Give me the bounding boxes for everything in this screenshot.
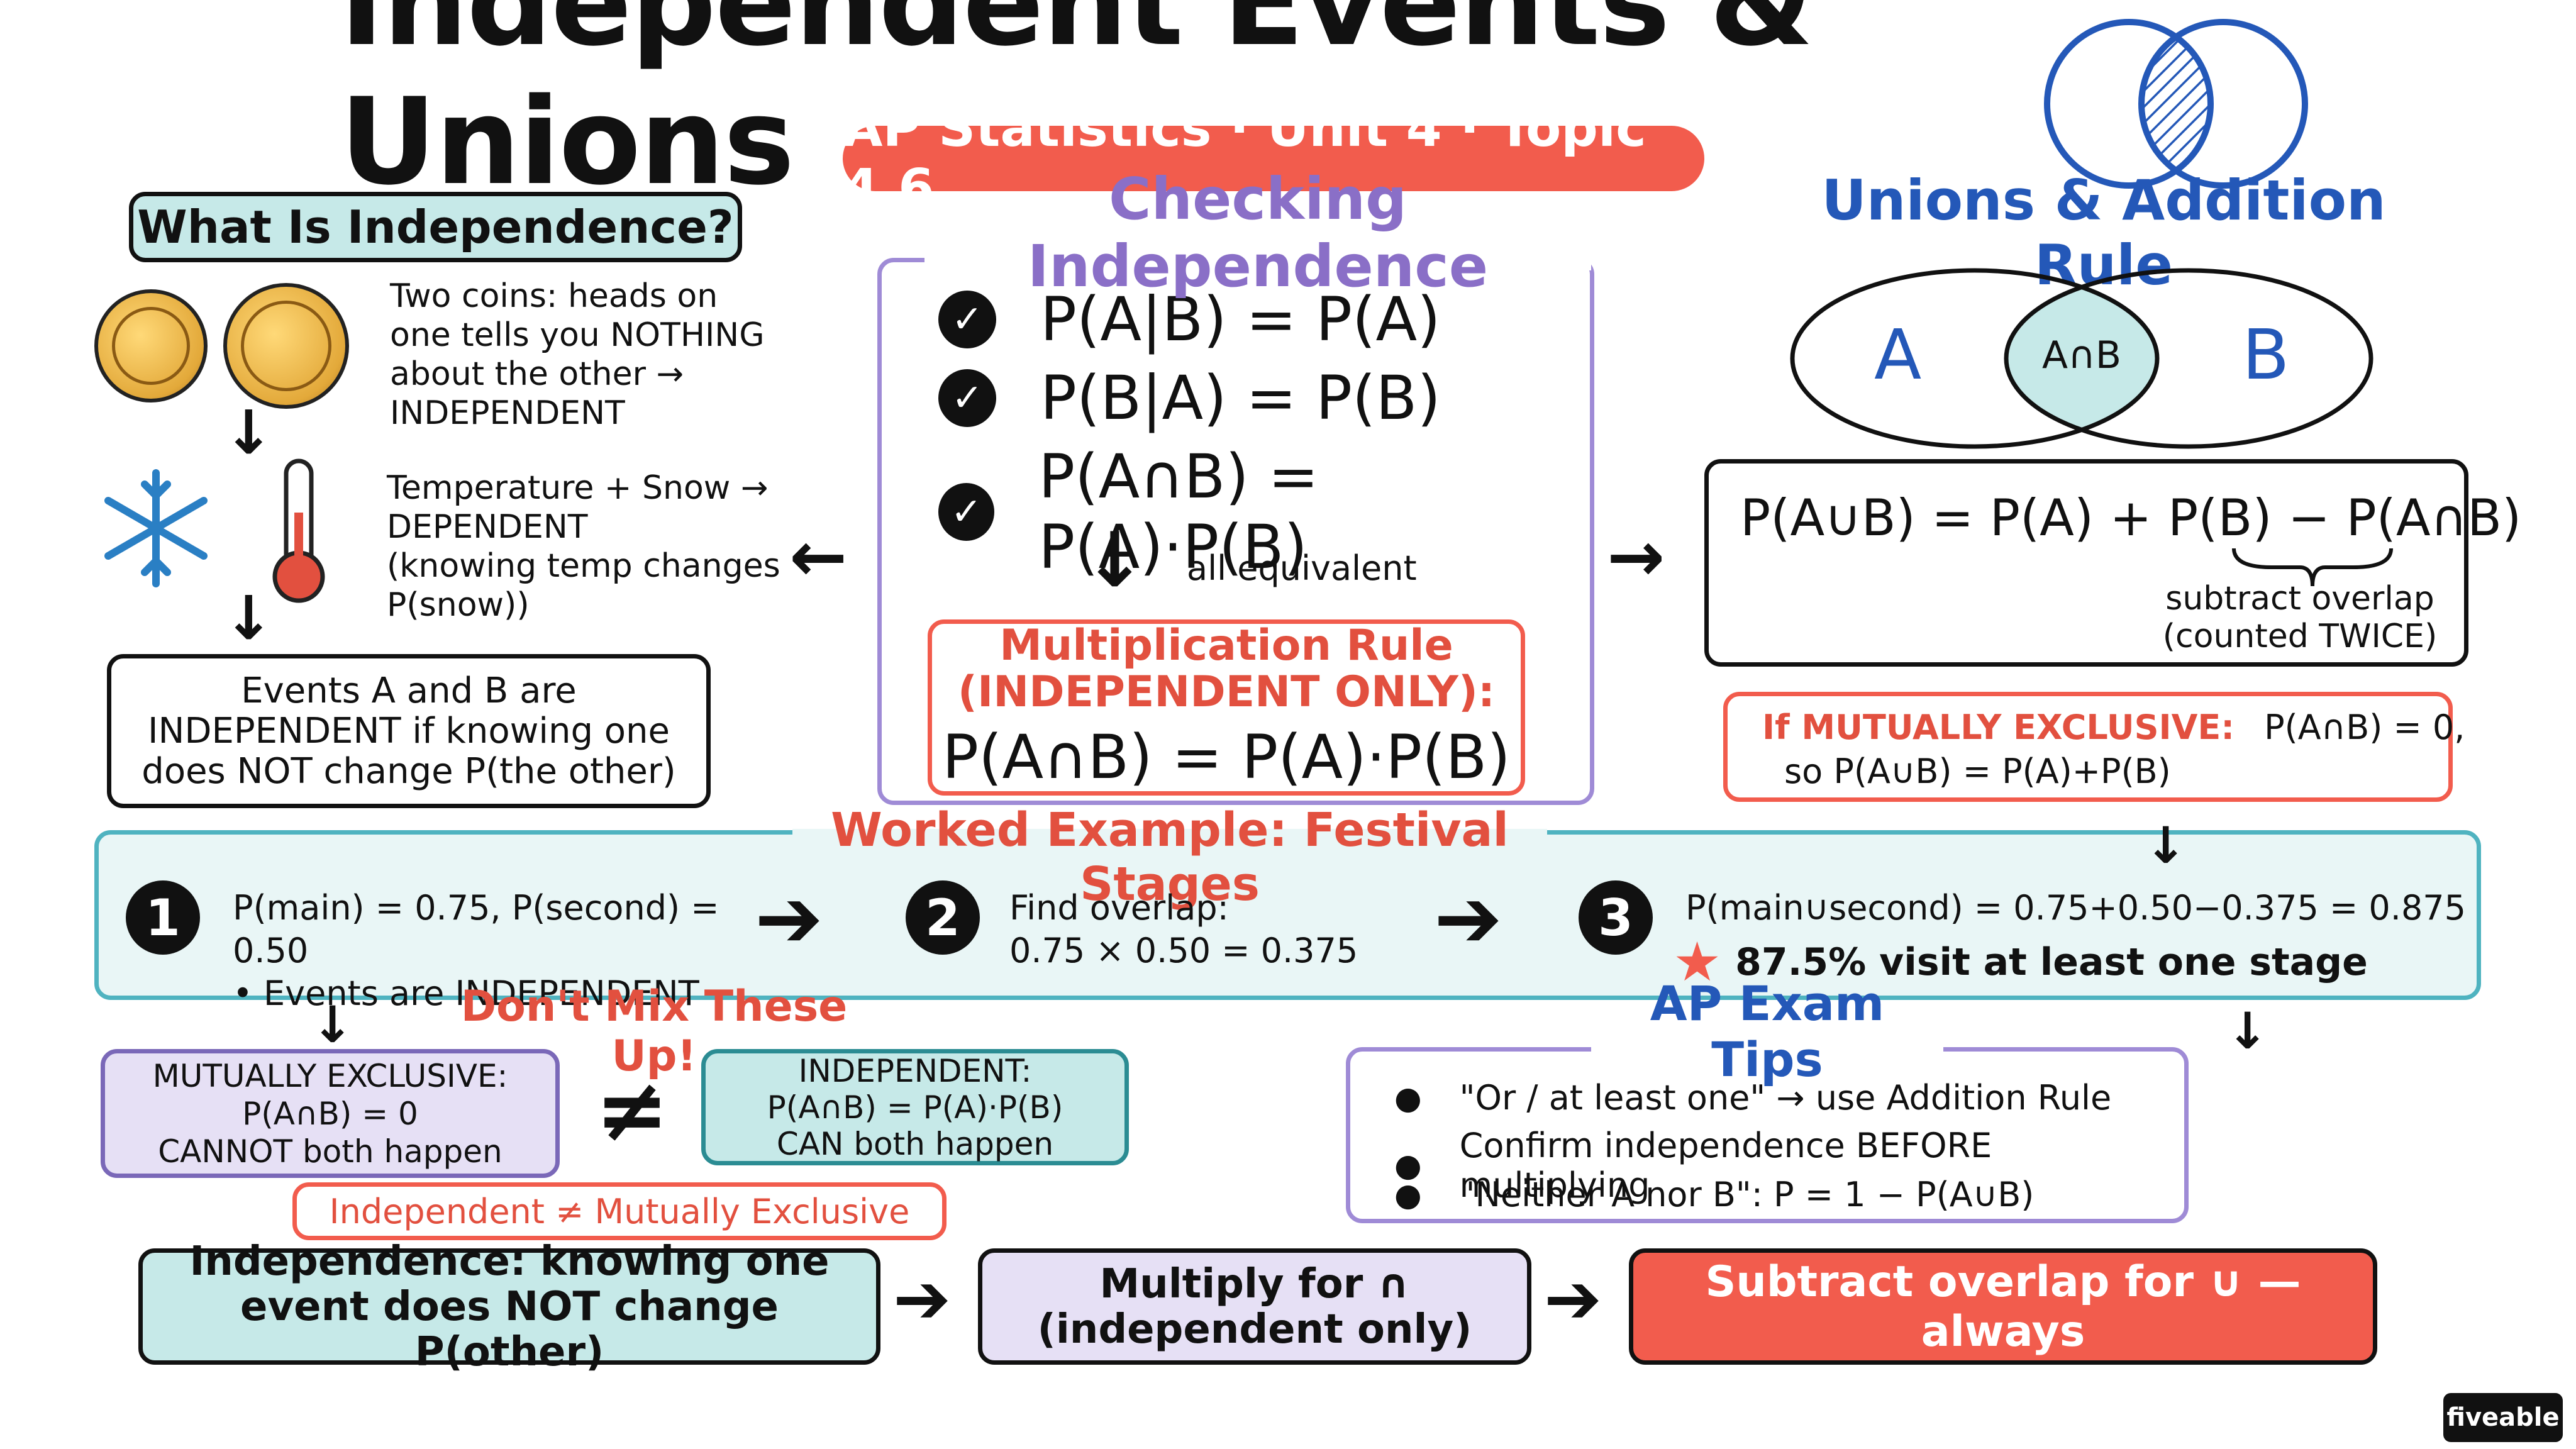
- subtitle-badge: AP Statistics · Unit 4 · Topic 4.6: [843, 99, 1704, 218]
- multiplication-rule-label: Multiplication Rule (INDEPENDENT ONLY):: [957, 621, 1496, 717]
- arrow-right-icon: →: [1607, 516, 1665, 597]
- mutex-label: If MUTUALLY EXCLUSIVE:: [1762, 708, 2235, 747]
- condition-row: ✓ P(A∩B) = P(A)·P(B): [938, 441, 1590, 582]
- venn-diagram: A A∩B B: [1786, 264, 2377, 453]
- independence-definition: Events A and B are INDEPENDENT if knowin…: [107, 654, 711, 808]
- independent-card: INDEPENDENT: P(A∩B) = P(A)·P(B) CAN both…: [701, 1049, 1129, 1165]
- venn-circles: [1790, 268, 2373, 449]
- checking-independence-heading: Checking Independence: [924, 165, 1591, 300]
- mutually-exclusive-box: If MUTUALLY EXCLUSIVE: P(A∩B) = 0, so P(…: [1723, 692, 2465, 802]
- worked-example-heading: Worked Example: Festival Stages: [792, 803, 1547, 911]
- tip-text: "Neither A nor B": P = 1 − P(A∪B): [1459, 1175, 2035, 1214]
- tip-text: "Or / at least one" → use Addition Rule: [1459, 1078, 2112, 1118]
- coin-icon: [223, 283, 349, 409]
- arrow-down-icon: ↓: [2226, 1002, 2269, 1060]
- arrow-right-icon: ➔: [1434, 870, 1502, 966]
- mutex-condition: P(A∩B) = 0,: [2264, 708, 2465, 747]
- arrow-down-icon: ↓: [2145, 816, 2187, 875]
- summary-independence-text: Independence: knowing one event does NOT…: [189, 1238, 830, 1375]
- step-3-result-row: ★ 87.5% visit at least one stage: [1673, 931, 2368, 994]
- independent-not-mutex-banner: Independent ≠ Mutually Exclusive: [292, 1182, 947, 1240]
- coin-icon: [94, 289, 208, 402]
- bullet-icon: ●: [1394, 1147, 1422, 1184]
- arrow-right-icon: ➔: [755, 870, 823, 966]
- bullet-icon: ●: [1394, 1176, 1422, 1213]
- condition-formula: P(A∩B) = P(A)·P(B): [1038, 441, 1319, 582]
- step-2-text: Find overlap: 0.75 × 0.50 = 0.375: [1009, 888, 1358, 970]
- summary-multiply-text: Multiply for ∩ (independent only): [1037, 1260, 1472, 1353]
- arrow-left-icon: ←: [789, 516, 848, 597]
- summary-subtract: Subtract overlap for ∪ — always: [1629, 1248, 2377, 1365]
- check-icon: ✓: [938, 369, 996, 427]
- venn-label-intersection: A∩B: [2041, 333, 2122, 377]
- coins-explanation: Two coins: heads on one tells you NOTHIN…: [390, 277, 765, 432]
- arrow-down-icon: ↓: [223, 583, 274, 653]
- mutually-exclusive-card-text: MUTUALLY EXCLUSIVE: P(A∩B) = 0 CANNOT bo…: [152, 1057, 508, 1170]
- step-1-text: P(main) = 0.75, P(second) = 0.50 • Event…: [233, 888, 719, 1013]
- arrow-down-icon: ↓: [1083, 517, 1146, 604]
- check-icon: ✓: [938, 291, 996, 348]
- multiplication-rule-box: Multiplication Rule (INDEPENDENT ONLY): …: [928, 619, 1525, 796]
- check-icon: ✓: [938, 483, 995, 541]
- addition-rule-box: P(A∪B) = P(A) + P(B) − P(A∩B) subtract o…: [1704, 459, 2521, 667]
- not-equal-symbol: ≠: [595, 1058, 669, 1162]
- venn-label-a: A: [1874, 314, 1922, 395]
- tip-item: ● "Or / at least one" → use Addition Rul…: [1394, 1078, 2111, 1118]
- snowflake-icon: [104, 469, 208, 587]
- step-3-badge: 3: [1579, 880, 1653, 955]
- page-title: Independent Events & Unions: [340, 0, 1814, 211]
- tip-text: Confirm independence BEFORE multiplying: [1459, 1126, 1992, 1205]
- definition-text: Events A and B are INDEPENDENT if knowin…: [142, 670, 676, 792]
- tip-item: ● Confirm independence BEFORE multiplyin…: [1394, 1126, 2184, 1205]
- arrow-down-icon: ↓: [311, 996, 354, 1054]
- summary-independence: Independence: knowing one event does NOT…: [138, 1239, 880, 1375]
- brace-icon: [2232, 548, 2393, 587]
- addition-rule-formula: P(A∪B) = P(A) + P(B) − P(A∩B): [1740, 489, 2522, 547]
- what-is-independence-heading: What Is Independence?: [129, 192, 742, 262]
- tip-item: ● "Neither A nor B": P = 1 − P(A∪B): [1394, 1175, 2034, 1214]
- brand-logo: fiveable: [2443, 1393, 2563, 1442]
- independent-card-text: INDEPENDENT: P(A∩B) = P(A)·P(B) CAN both…: [767, 1052, 1063, 1162]
- star-icon: ★: [1673, 931, 1722, 994]
- venn-label-b: B: [2242, 314, 2290, 395]
- step-3-result: 87.5% visit at least one stage: [1735, 940, 2368, 984]
- condition-formula: P(B|A) = P(B): [1040, 363, 1441, 433]
- exam-tips-panel: ● "Or / at least one" → use Addition Rul…: [1346, 1047, 2189, 1223]
- step-2-badge: 2: [906, 880, 980, 955]
- equivalent-note: all equivalent: [1187, 548, 1417, 588]
- temperature-explanation: Temperature + Snow → DEPENDENT (knowing …: [387, 469, 780, 624]
- unions-heading: Unions & Addition Rule: [1821, 168, 2386, 297]
- step-1-badge: 1: [126, 880, 200, 955]
- arrow-down-icon: ↓: [223, 397, 274, 468]
- condition-formula: P(A|B) = P(A): [1040, 284, 1441, 355]
- summary-multiply: Multiply for ∩ (independent only): [978, 1248, 1531, 1365]
- multiplication-rule-formula: P(A∩B) = P(A)·P(B): [942, 722, 1511, 792]
- thermometer-icon: [272, 458, 325, 603]
- subtract-overlap-note: subtract overlap (counted TWICE): [2162, 580, 2438, 655]
- checking-independence-panel: ✓ P(A|B) = P(A) ✓ P(B|A) = P(B) ✓ P(A∩B)…: [877, 258, 1594, 805]
- arrow-right-icon: ➔: [893, 1258, 952, 1339]
- arrow-right-icon: ➔: [1544, 1258, 1602, 1339]
- condition-row: ✓ P(B|A) = P(B): [938, 363, 1441, 433]
- mutex-result: so P(A∪B) = P(A)+P(B): [1784, 752, 2171, 791]
- mutually-exclusive-card: MUTUALLY EXCLUSIVE: P(A∩B) = 0 CANNOT bo…: [101, 1049, 560, 1178]
- mutex-line-1: If MUTUALLY EXCLUSIVE: P(A∩B) = 0,: [1762, 708, 2465, 747]
- step-3-formula: P(main∪second) = 0.75+0.50−0.375 = 0.875: [1685, 888, 2467, 928]
- condition-row: ✓ P(A|B) = P(A): [938, 284, 1441, 355]
- venn-logo-icon: [2044, 19, 2308, 189]
- bullet-icon: ●: [1394, 1079, 1422, 1116]
- exam-tips-heading: AP Exam Tips: [1591, 975, 1943, 1087]
